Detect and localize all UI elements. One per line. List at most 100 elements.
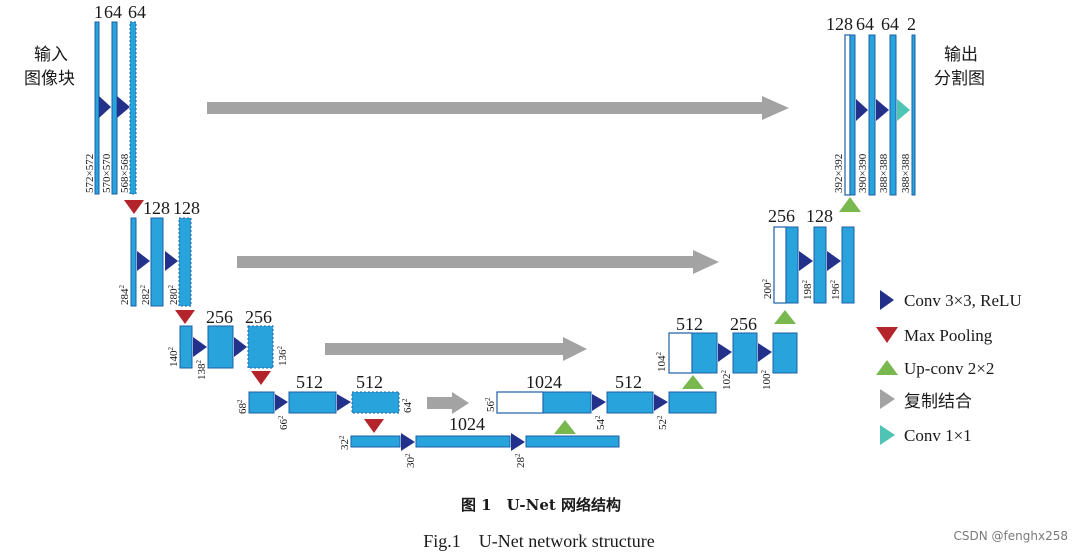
channel-label: 2 (907, 14, 916, 34)
dimension-label: 1982 (801, 280, 814, 301)
input-label: 图像块 (24, 69, 75, 89)
superscript: 2 (720, 370, 728, 374)
channel-label: 256 (206, 307, 233, 327)
superscript: 2 (594, 415, 602, 419)
conv-arrow-icon (401, 433, 415, 451)
decoder-level-4: 1024 512 562 542 522 (484, 372, 717, 430)
input-label: 输入 (34, 45, 68, 65)
dimension-label: 562 (484, 397, 497, 412)
conv-arrow-icon (876, 99, 889, 121)
up-conv-icon (876, 360, 898, 375)
encoder-level-4: 512 512 682 662 642 (236, 372, 414, 430)
conv-arrow-icon (827, 251, 841, 271)
output-label: 分割图 (934, 69, 985, 89)
channel-label: 1024 (526, 372, 562, 392)
up-conv-icon (554, 420, 576, 434)
feature-map (542, 391, 592, 414)
dimension-label: 570×570 (101, 153, 113, 193)
conv-arrow-icon (117, 96, 130, 118)
feature-map (668, 391, 717, 414)
superscript: 2 (401, 398, 409, 402)
feature-map (207, 325, 234, 369)
copied-feature-map (773, 226, 787, 304)
superscript: 2 (277, 415, 285, 419)
dimension-label: 2822 (139, 285, 152, 306)
feature-map (179, 325, 193, 369)
dimension-label: 642 (401, 398, 414, 413)
encoder-level-1: 1 64 64 572×572 570×570 568×568 (84, 2, 146, 195)
max-pool-icon (124, 200, 144, 214)
dimension-label: 392×392 (833, 154, 845, 193)
superscript: 2 (338, 435, 346, 439)
up-conv-icon (774, 310, 796, 324)
conv-arrow-icon (718, 343, 732, 362)
feature-map (130, 217, 137, 307)
feature-map (911, 34, 916, 196)
conv-arrow-icon (654, 394, 668, 411)
feature-map (247, 325, 274, 369)
feature-map (525, 435, 620, 448)
max-pool-icon (175, 310, 195, 324)
dimension-label: 1002 (760, 370, 773, 391)
decoder-level-1: 128 64 64 2 392×392 390×390 388×388 388×… (826, 14, 916, 196)
dimension-label: 1022 (720, 370, 733, 391)
dimension-label: 568×568 (119, 153, 131, 193)
max-pool-icon (251, 371, 271, 385)
copied-feature-map (844, 34, 851, 196)
copied-feature-map (496, 391, 544, 414)
feature-map (129, 21, 137, 195)
dimension-label: 302 (404, 453, 417, 468)
feature-map (813, 226, 827, 304)
copied-feature-map (668, 332, 693, 374)
encoder-level-3: 256 256 1402 1382 1362 (167, 307, 289, 380)
decoder-level-3: 512 256 1042 1022 1002 (655, 314, 798, 391)
conv-arrow-icon (193, 337, 207, 357)
channel-label: 256 (730, 314, 757, 334)
decoder-level-2: 256 128 2002 1982 1962 (761, 206, 855, 304)
superscript: 2 (404, 453, 412, 457)
dimension-label: 282 (514, 453, 527, 468)
channel-label: 128 (826, 14, 853, 34)
superscript: 2 (236, 399, 244, 403)
feature-map (889, 34, 897, 196)
copy-crop-icon (325, 337, 587, 361)
legend-label: Up-conv 2×2 (904, 359, 994, 378)
conv1x1-icon (897, 99, 910, 121)
channel-label: 64 (104, 2, 122, 22)
dimension-label: 542 (594, 415, 607, 430)
dimension-label: 1382 (195, 360, 208, 381)
legend-label: Max Pooling (904, 326, 993, 345)
copy-crop-icon (880, 389, 895, 409)
channel-label: 256 (245, 307, 272, 327)
superscript: 2 (167, 285, 175, 289)
feature-map (772, 332, 798, 374)
figure-caption-cn: 图 1 U-Net 网络结构 (461, 496, 621, 514)
channel-label: 1024 (449, 414, 485, 434)
conv-arrow-icon (234, 337, 247, 357)
feature-map (691, 332, 718, 374)
superscript: 2 (195, 360, 203, 364)
feature-map (606, 391, 654, 414)
superscript: 2 (760, 370, 768, 374)
legend-label: Conv 3×3, ReLU (904, 291, 1022, 310)
channel-label: 512 (615, 372, 642, 392)
superscript: 2 (276, 346, 284, 350)
superscript: 2 (761, 279, 769, 283)
feature-map (248, 391, 275, 414)
dimension-label: 522 (656, 415, 669, 430)
channel-label: 512 (296, 372, 323, 392)
feature-map (785, 226, 799, 304)
superscript: 2 (484, 397, 492, 401)
conv-arrow-icon (880, 290, 894, 310)
watermark: CSDN @fenghx258 (954, 529, 1068, 543)
dimension-label: 388×388 (900, 153, 912, 193)
conv-arrow-icon (337, 394, 351, 411)
figure-caption-en: Fig.1 U-Net network structure (423, 531, 654, 551)
superscript: 2 (801, 280, 809, 284)
conv-arrow-icon (856, 99, 868, 121)
dimension-label: 1042 (655, 352, 668, 373)
encoder-level-2: 128 128 2842 2822 2802 (118, 198, 200, 307)
superscript: 2 (167, 347, 175, 351)
channel-label: 64 (881, 14, 899, 34)
